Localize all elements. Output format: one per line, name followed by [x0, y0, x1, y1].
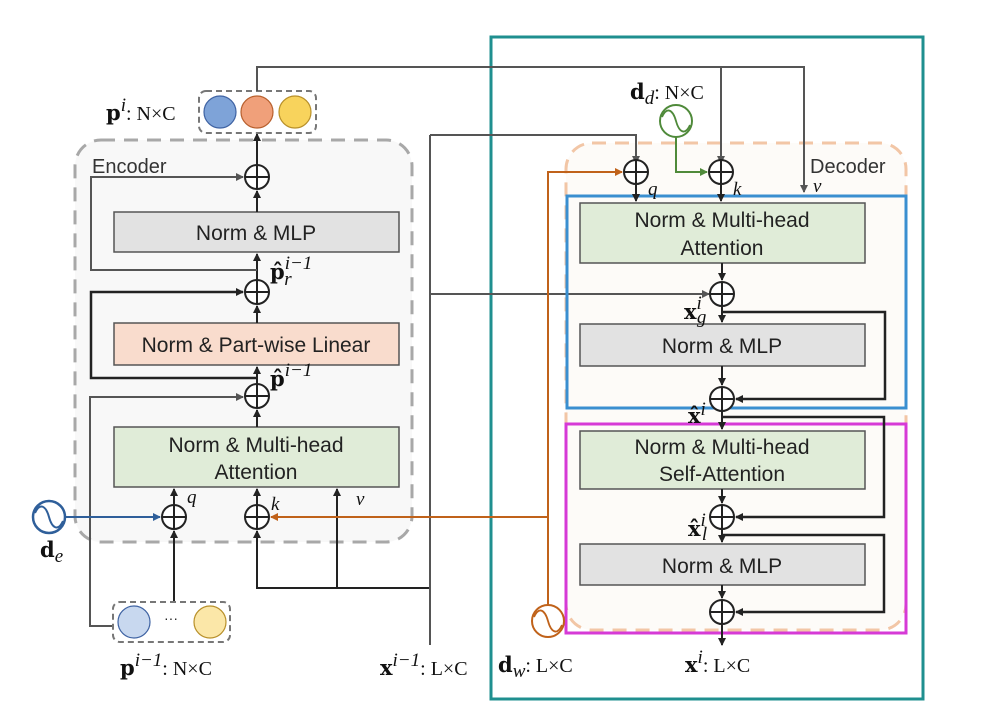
- encoder-sum-node-attention: [244, 383, 270, 409]
- decoder-sum-node-cross: [709, 281, 735, 307]
- encoder-attention-label-line2: Attention: [215, 461, 298, 484]
- decoder-cross-attention-box: [579, 202, 866, 264]
- encoder-sum-node-k: [244, 504, 270, 530]
- input-token-blue: [117, 605, 151, 639]
- de-sine-icon: [31, 499, 67, 535]
- dd-label: dd: N×C: [630, 79, 704, 109]
- encoder-partwise-linear-label: Norm & Part-wise Linear: [142, 334, 371, 357]
- decoder-cross-attention-frame: [565, 194, 908, 410]
- p-output-label: pi: N×C: [106, 95, 176, 125]
- encoder-mlp-label: Norm & MLP: [196, 222, 316, 245]
- x-prev-label: xi−1: L×C: [380, 650, 468, 680]
- decoder-residual-mlp2: [722, 533, 886, 616]
- decoder-mlp2-box: [579, 543, 866, 586]
- encoder-mlp-box: [113, 211, 400, 253]
- decoder-sum-node-k: [708, 159, 734, 185]
- encoder-title: Encoder: [92, 156, 167, 178]
- decoder-self-attention-line1: Norm & Multi-head: [634, 436, 809, 459]
- encoder-attention-label-line1: Norm & Multi-head: [168, 434, 343, 457]
- decoder-sum-node-mlp2: [709, 599, 735, 625]
- encoder-v-label: v: [356, 489, 365, 510]
- encoder-sum-node-q: [161, 504, 187, 530]
- encoder-flow-xprev-to-k: [253, 530, 430, 589]
- dw-to-decoder-q: [547, 168, 623, 605]
- decoder-residual-self-attention: [722, 415, 886, 521]
- encoder-sum-node-partwise: [244, 279, 270, 305]
- decoder-residual-mlp1: [722, 310, 887, 403]
- input-token-ellipsis: ···: [164, 610, 178, 626]
- encoder-k-label: k: [271, 494, 280, 515]
- decoder-sum-node-self: [709, 504, 735, 530]
- output-token-yellow: [278, 95, 312, 129]
- decoder-v-label: v: [813, 176, 822, 197]
- decoder-title: Decoder: [810, 156, 886, 178]
- p-hat-label: p̂i−1: [270, 360, 312, 391]
- decoder-self-attention-line2: Self-Attention: [659, 463, 785, 486]
- dd-to-k-arrow: [675, 137, 708, 176]
- decoder-self-attention-frame: [564, 422, 908, 635]
- output-token-blue: [203, 95, 237, 129]
- encoder-q-label: q: [187, 487, 197, 508]
- decoder-mlp1-label: Norm & MLP: [662, 335, 782, 358]
- dd-sine-icon: [659, 104, 693, 138]
- decoder-mlp2-label: Norm & MLP: [662, 555, 782, 578]
- encoder-residual-attention: [89, 393, 244, 627]
- decoder-q-label: q: [648, 179, 658, 200]
- input-token-yellow: [193, 605, 227, 639]
- de-label: de: [40, 537, 63, 567]
- decoder-k-label: k: [733, 179, 742, 200]
- decoder-self-attention-box: [579, 430, 866, 490]
- decoder-mlp1-box: [579, 323, 866, 367]
- encoder-partwise-linear-box: [113, 322, 400, 366]
- xprev-to-decoder-q: [430, 134, 640, 164]
- p-prev-label: pi−1: N×C: [120, 650, 212, 680]
- output-token-orange: [240, 95, 274, 129]
- pi-to-decoder-kv: [256, 66, 808, 193]
- x-hat-label: x̂i: [688, 399, 706, 428]
- encoder-residual-mlp: [90, 173, 257, 271]
- encoder-residual-partwise: [89, 288, 257, 380]
- decoder-cross-attention-line1: Norm & Multi-head: [634, 209, 809, 232]
- decoder-sum-node-q: [623, 159, 649, 185]
- x-output-label: xi: L×C: [685, 647, 750, 677]
- dw-label: dw: L×C: [498, 652, 573, 682]
- decoder-cross-attention-line2: Attention: [681, 237, 764, 260]
- dw-sine-icon: [531, 604, 565, 638]
- decoder-container: [564, 141, 908, 632]
- encoder-attention-box: [113, 426, 400, 488]
- decoder-outer-frame: [489, 35, 925, 701]
- decoder-sum-node-mlp1: [709, 386, 735, 412]
- encoder-sum-node-top: [244, 164, 270, 190]
